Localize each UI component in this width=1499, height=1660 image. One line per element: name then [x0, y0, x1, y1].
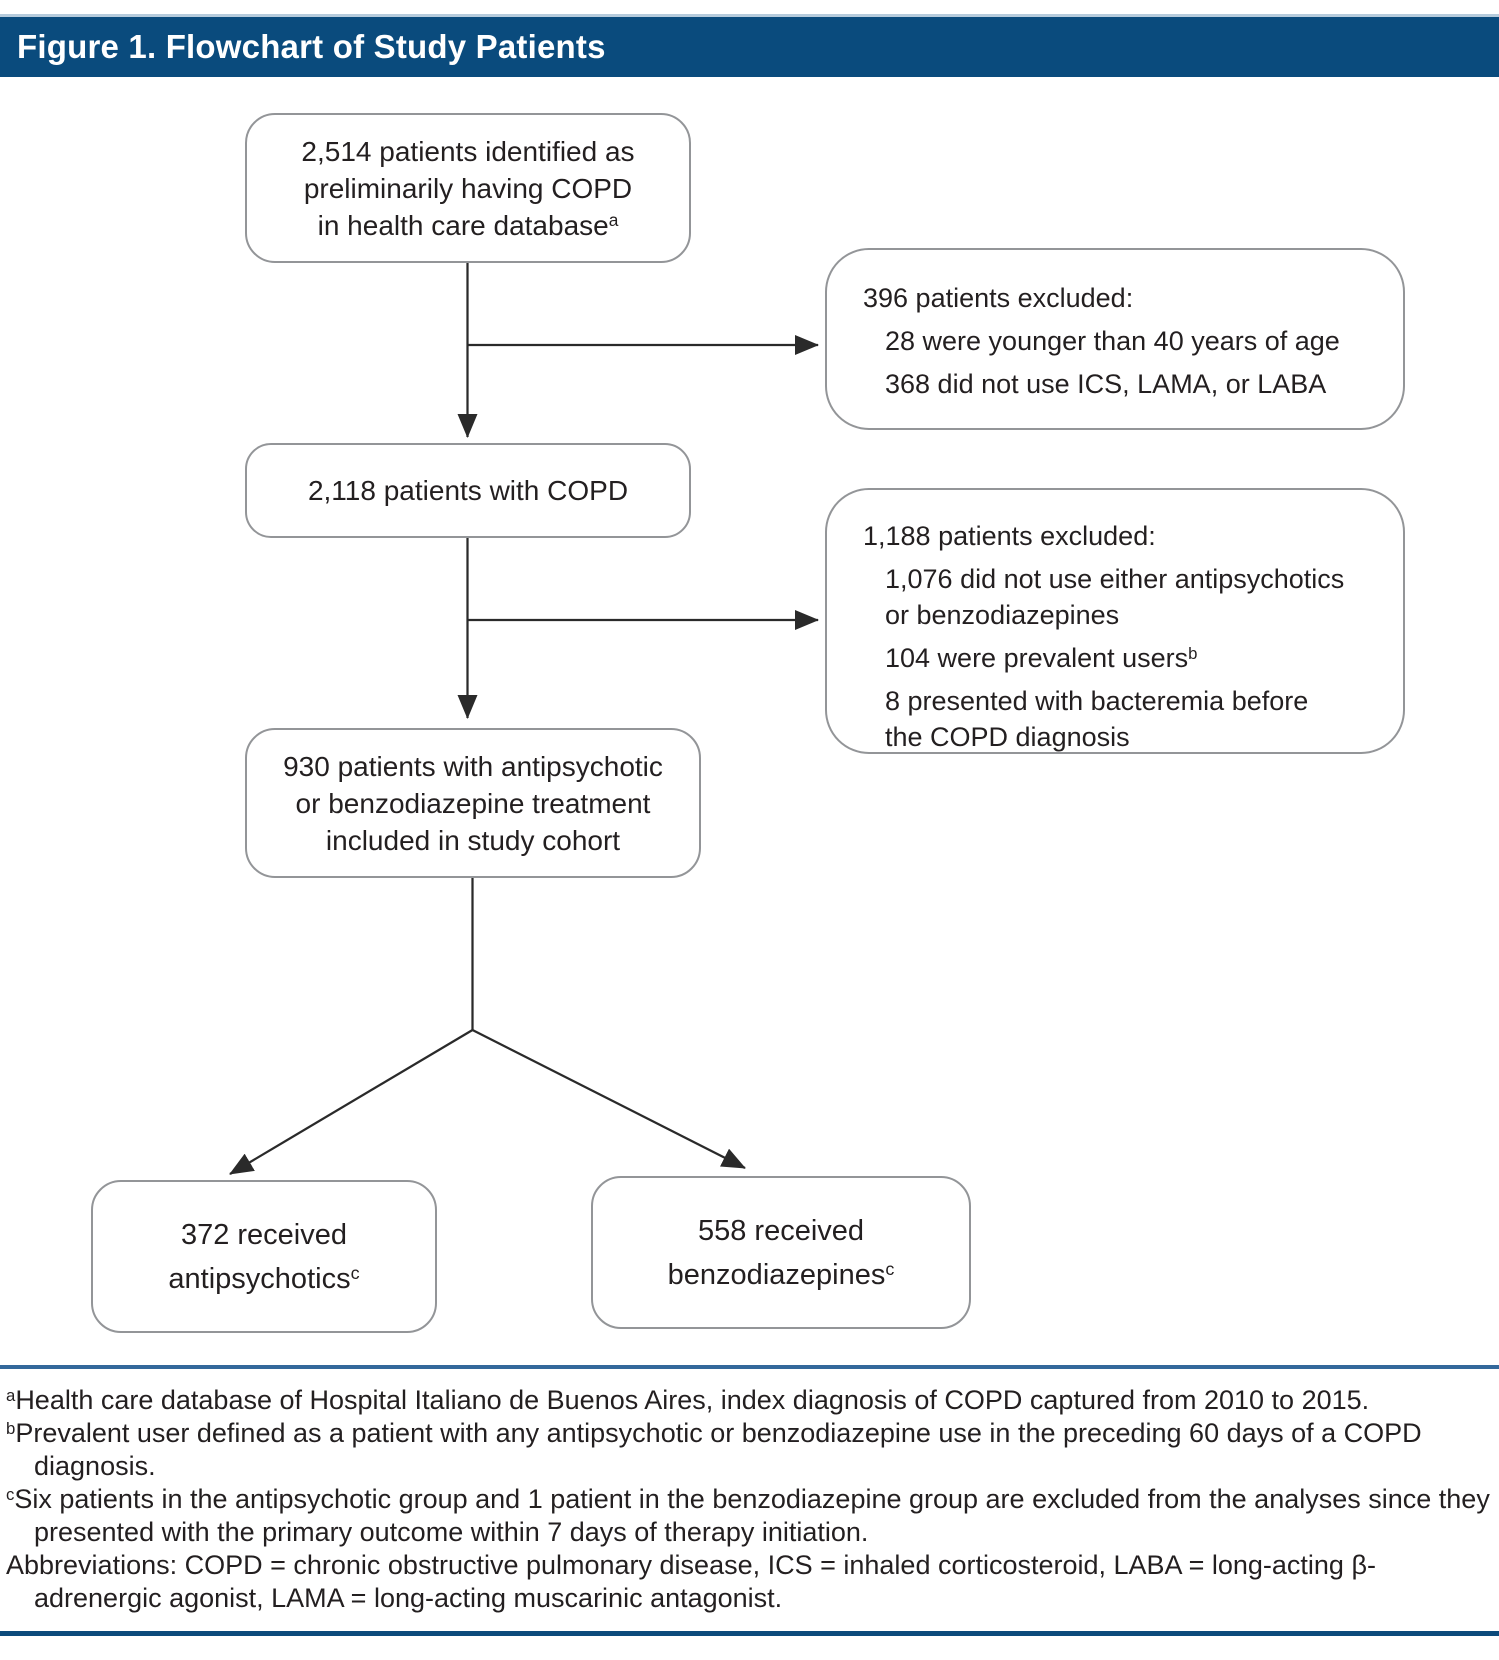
superscript-b: b	[1188, 643, 1198, 663]
footnote-c: cSix patients in the antipsychotic group…	[6, 1484, 1490, 1547]
box-received-antipsychotics: 372 received antipsychoticsc	[91, 1180, 437, 1333]
footnote-b: bPrevalent user defined as a patient wit…	[6, 1418, 1422, 1481]
box-patients-with-copd-text: 2,118 patients with COPD	[307, 475, 629, 506]
footnote-c-marker: c	[6, 1484, 15, 1504]
box-excluded-1188: 1,188 patients excluded: 1,076 did not u…	[825, 488, 1405, 754]
superscript-c: c	[885, 1258, 895, 1279]
excluded-396-item: 28 were younger than 40 years of age	[885, 326, 1340, 356]
superscript-c: c	[350, 1262, 360, 1283]
box-patients-with-copd: 2,118 patients with COPD	[245, 443, 691, 538]
footnotes-section: aHealth care database of Hospital Italia…	[0, 1378, 1499, 1615]
superscript-a: a	[608, 209, 619, 230]
footnote-b-marker: b	[6, 1418, 16, 1438]
footnote-abbreviations: Abbreviations: COPD = chronic obstructiv…	[6, 1550, 1376, 1613]
box-received-benzodiazepines: 558 received benzodiazepinesc	[591, 1176, 971, 1329]
excluded-1188-title: 1,188 patients excluded:	[863, 521, 1156, 551]
box-received-antipsychotics-text: 372 received antipsychoticsc	[168, 1218, 360, 1295]
excluded-1188-item: 1,076 did not use either antipsychotics …	[885, 564, 1345, 630]
connector-split-to-antipsychotics	[229, 1029, 474, 1175]
excluded-396-title: 396 patients excluded:	[863, 283, 1134, 313]
box-study-cohort: 930 patients with antipsychotic or benzo…	[245, 728, 701, 878]
bottom-border-rule	[0, 1631, 1499, 1636]
box-patients-identified-text: 2,514 patients identified as preliminari…	[301, 135, 635, 241]
excluded-1188-item: 104 were prevalent usersb	[885, 643, 1198, 673]
footnote-a: aHealth care database of Hospital Italia…	[6, 1385, 1370, 1415]
figure-title-bar: Figure 1. Flowchart of Study Patients	[0, 14, 1499, 77]
footnote-divider-rule	[0, 1365, 1499, 1369]
connector-split-to-benzodiazepines	[471, 1028, 746, 1170]
excluded-1188-item: 8 presented with bacteremia before the C…	[885, 686, 1309, 752]
page-title: Figure 1. Flowchart of Study Patients	[17, 28, 606, 65]
box-received-benzodiazepines-text: 558 received benzodiazepinesc	[667, 1214, 895, 1291]
box-patients-identified: 2,514 patients identified as preliminari…	[245, 113, 691, 263]
footnote-a-marker: a	[6, 1385, 16, 1405]
excluded-396-item: 368 did not use ICS, LAMA, or LABA	[885, 369, 1327, 399]
box-excluded-396: 396 patients excluded: 28 were younger t…	[825, 248, 1405, 430]
box-study-cohort-text: 930 patients with antipsychotic or benzo…	[283, 750, 663, 856]
